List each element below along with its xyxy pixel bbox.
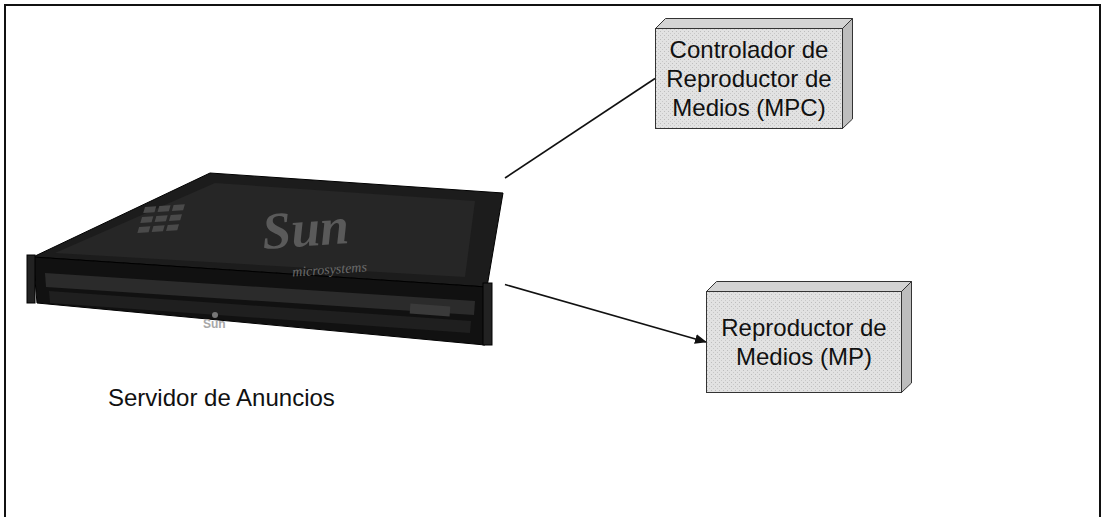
- arrow-line: [505, 285, 706, 342]
- logo-text: Sun: [203, 318, 226, 331]
- box-label: Controlador de Reproductor de Medios (MP…: [665, 35, 833, 122]
- logo-text: Sun: [260, 197, 351, 260]
- logo-text: microsystems: [292, 259, 368, 280]
- box-label: Reproductor de Medios (MP): [716, 313, 892, 371]
- component-box: Controlador de Reproductor de Medios (MP…: [655, 28, 843, 129]
- link-line: [505, 79, 655, 179]
- server-caption: Servidor de Anuncios: [108, 383, 335, 412]
- component-box: Reproductor de Medios (MP): [706, 291, 902, 393]
